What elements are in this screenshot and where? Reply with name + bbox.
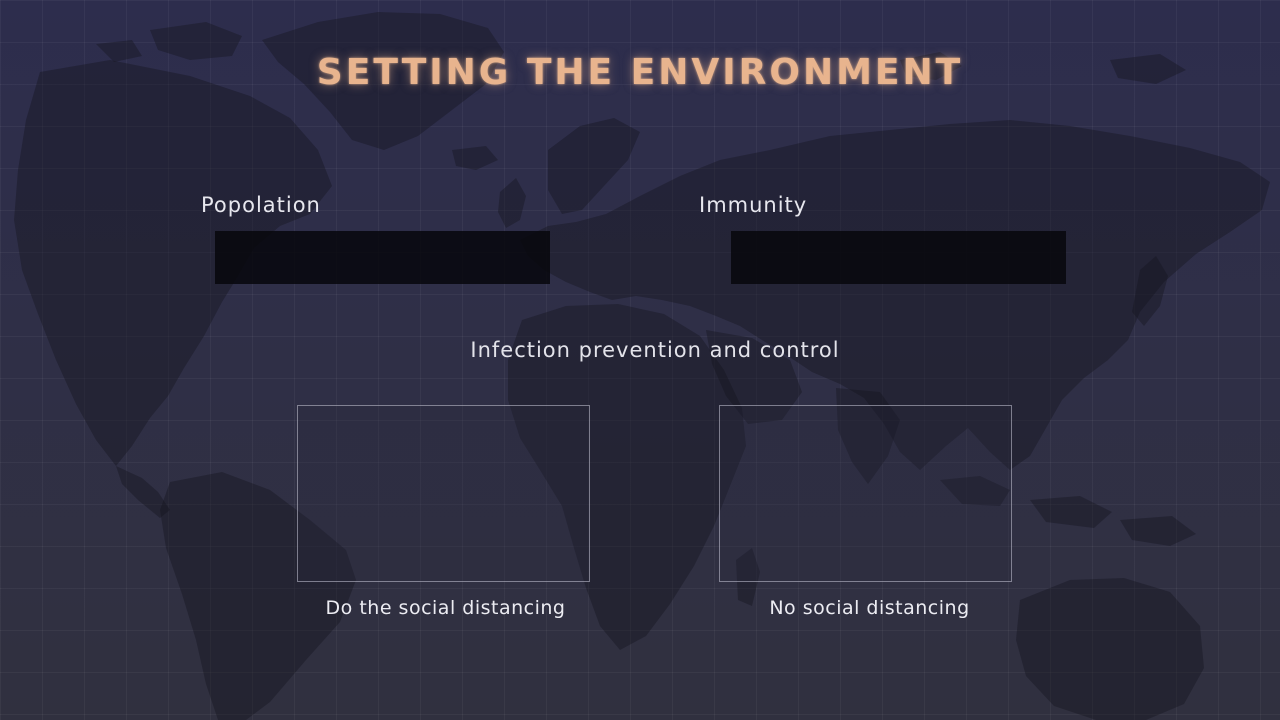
population-label: Popolation [201, 193, 321, 217]
page-title: SETTING THE ENVIRONMENT [316, 52, 964, 93]
no-social-distancing-option[interactable] [719, 405, 1012, 582]
social-distancing-label: Do the social distancing [325, 597, 566, 619]
population-input[interactable] [215, 231, 550, 284]
immunity-input[interactable] [731, 231, 1066, 284]
no-social-distancing-label: No social distancing [769, 597, 970, 619]
social-distancing-option[interactable] [297, 405, 590, 582]
infection-control-heading: Infection prevention and control [470, 338, 840, 362]
immunity-label: Immunity [699, 193, 808, 217]
